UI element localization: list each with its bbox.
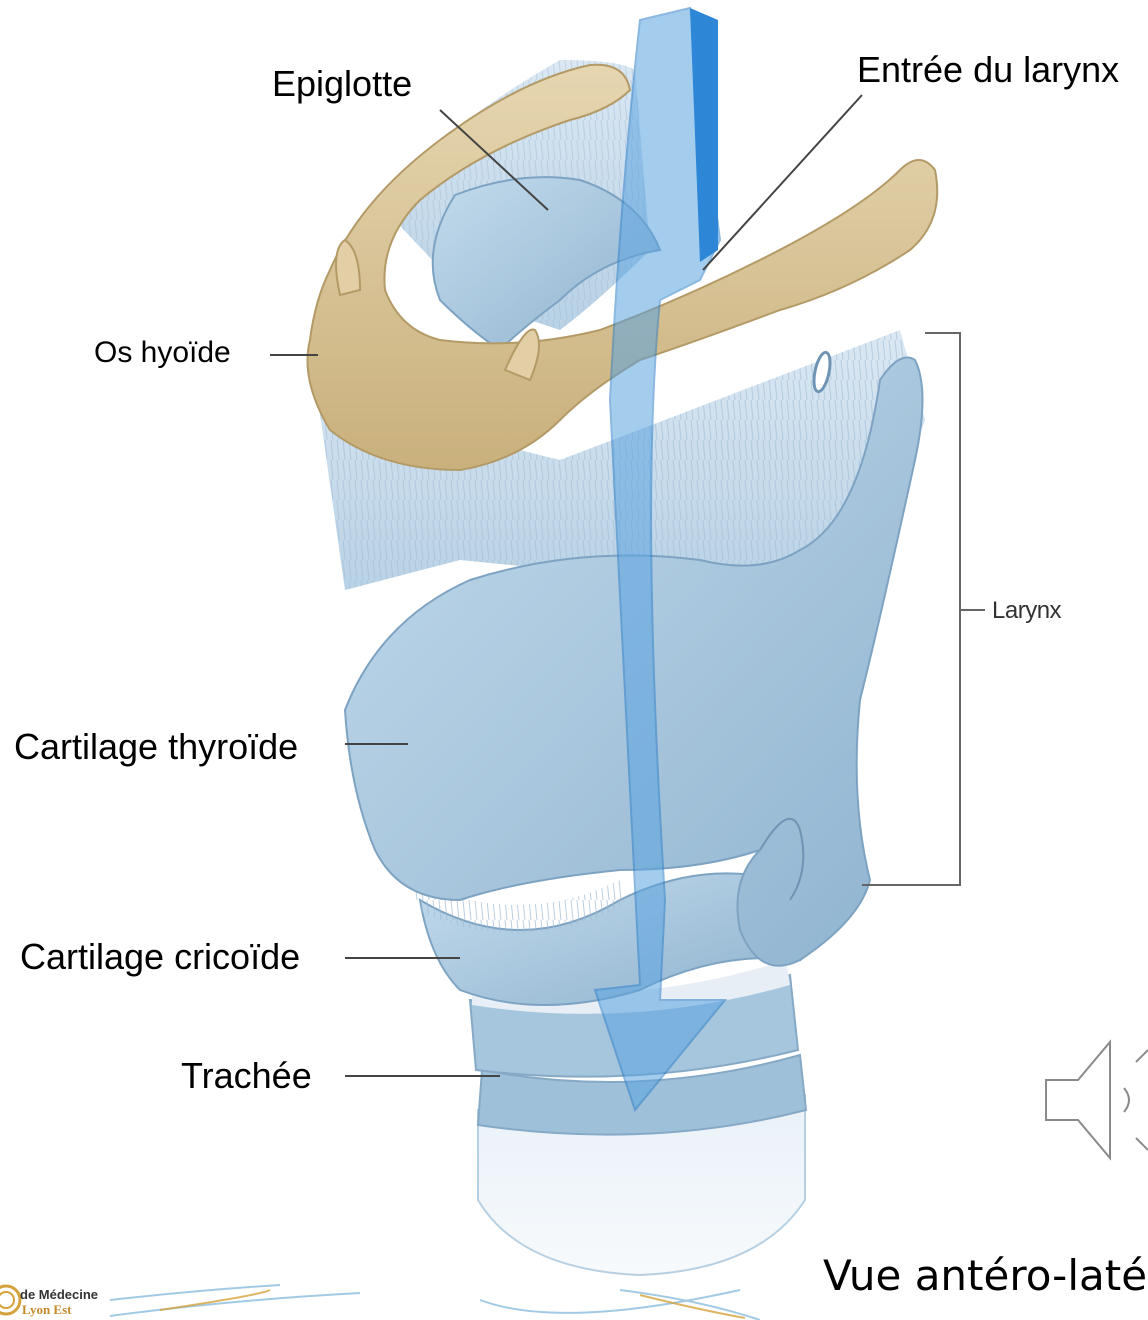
logo-text-line2: Lyon Est	[22, 1302, 72, 1318]
speaker-icon[interactable]	[1046, 1042, 1148, 1158]
label-cartilage-cricoide: Cartilage cricoïde	[20, 939, 300, 975]
logo-text-line1: de Médecine	[20, 1287, 98, 1302]
logo	[0, 1285, 760, 1320]
label-os-hyoide: Os hyoïde	[94, 338, 231, 368]
label-trachee: Trachée	[181, 1058, 312, 1094]
label-cartilage-thyroide: Cartilage thyroïde	[14, 729, 298, 765]
label-entree-du-larynx: Entrée du larynx	[857, 52, 1119, 88]
label-epiglotte: Epiglotte	[272, 66, 412, 102]
caption: Vue antéro-latér	[823, 1255, 1148, 1297]
label-larynx: Larynx	[992, 599, 1061, 623]
